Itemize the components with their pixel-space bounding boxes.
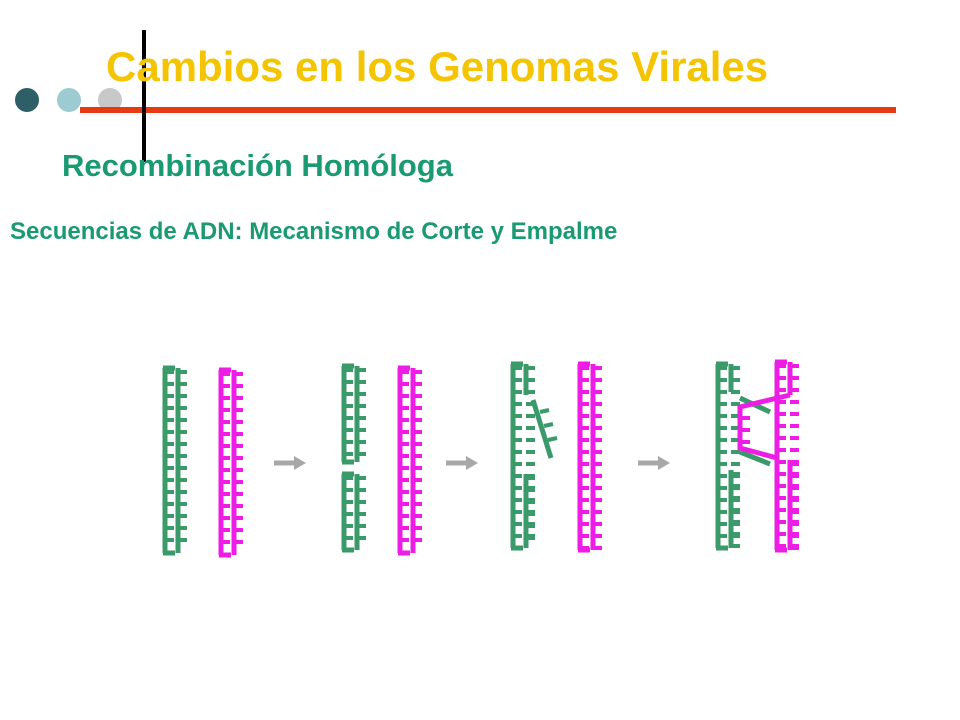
process-arrow [638,456,670,470]
arrow-head [294,456,306,470]
stage-duplex-pair [162,365,243,558]
base-pair-tick [539,408,550,414]
displaced-strand [530,399,554,459]
bullet-dot-dark [15,88,39,112]
slide-subtitle: Recombinación Homóloga [62,148,453,183]
process-arrow [446,456,478,470]
invading-strand [737,392,791,461]
base-pair-tick [547,436,558,442]
bullet-dot-gray [98,88,122,112]
process-arrow [274,456,306,470]
arrow-head [466,456,478,470]
slide-title: Cambios en los Genomas Virales [106,43,769,90]
stage-strand-exchange [715,359,799,553]
base-pair-tick [543,422,554,428]
arrow-head [658,456,670,470]
bullet-dot-light [57,88,81,112]
slide-caption: Secuencias de ADN: Mecanismo de Corte y … [10,218,618,245]
stage-strand-nick [341,363,422,556]
crossing-strand [739,449,771,467]
stage-strand-invasion [510,361,602,553]
